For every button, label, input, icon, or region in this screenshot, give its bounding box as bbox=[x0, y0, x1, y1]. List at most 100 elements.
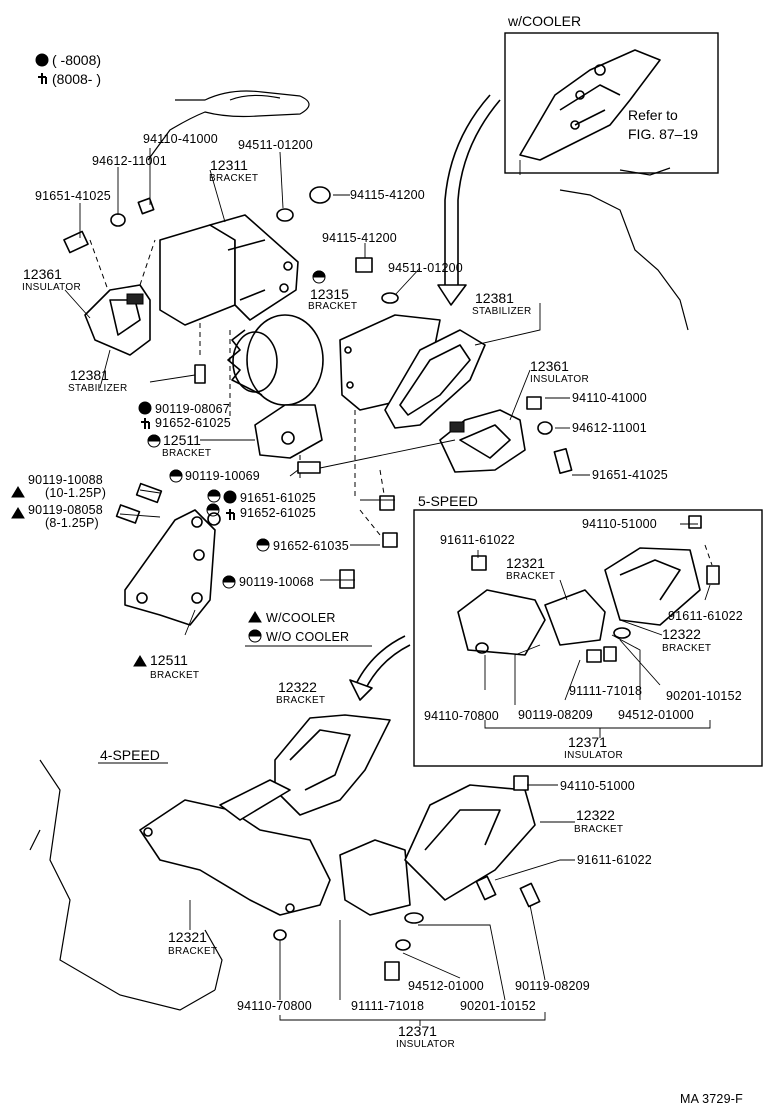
label-94110-70800-a: 94110-70800 bbox=[424, 709, 499, 723]
label-90119-10068: 90119-10068 bbox=[239, 575, 314, 589]
label-12371-b-insulator: INSULATOR bbox=[396, 1039, 455, 1050]
five-speed-inset: 5-SPEED bbox=[413, 493, 763, 767]
legend-wo-cooler: W/O COOLER bbox=[266, 630, 349, 644]
label-12315-bracket: BRACKET bbox=[308, 301, 357, 312]
label-12381-a: 12381 bbox=[475, 290, 514, 306]
w-cooler-box bbox=[504, 32, 719, 174]
label-91652-61035: 91652-61035 bbox=[273, 539, 349, 553]
label-12315: 12315 bbox=[310, 286, 349, 302]
label-90119-08067: 90119-08067 bbox=[155, 402, 230, 416]
cooler-bracket-part bbox=[519, 49, 661, 161]
label-12321-b-bracket: BRACKET bbox=[168, 946, 217, 957]
label-90119-08209-a: 90119-08209 bbox=[518, 708, 593, 722]
label-91111-71018-b: 91111-71018 bbox=[351, 999, 424, 1013]
label-90119-10088: 90119-10088 bbox=[28, 473, 103, 487]
label-12371-b: 12371 bbox=[398, 1023, 437, 1039]
label-12381-b: 12381 bbox=[70, 367, 109, 383]
label-94115-41200-a: 94115-41200 bbox=[350, 188, 425, 202]
label-94511-01200-a: 94511-01200 bbox=[238, 138, 313, 152]
bracket-12511-lower-part bbox=[124, 509, 216, 626]
insulator-12371-4spd-part bbox=[339, 839, 411, 916]
label-12311: 12311 bbox=[210, 157, 248, 173]
five-speed-title: 5-SPEED bbox=[418, 493, 478, 509]
center-assembly bbox=[319, 314, 573, 548]
label-91611-61022-b: 91611-61022 bbox=[668, 609, 743, 623]
label-12322-b-bracket: BRACKET bbox=[276, 695, 325, 706]
label-94110-51000-b: 94110-51000 bbox=[560, 779, 635, 793]
crossmember-12321-part bbox=[139, 799, 331, 916]
wo-cooler-icon bbox=[169, 469, 183, 483]
four-speed-arrow bbox=[349, 635, 411, 701]
label-91651-41025-a: 91651-41025 bbox=[35, 189, 111, 203]
label-thread-10088: (10-1.25P) bbox=[45, 486, 106, 500]
label-90201-10152-a: 90201-10152 bbox=[666, 689, 742, 703]
label-12361-a-insulator: INSULATOR bbox=[22, 282, 81, 293]
four-speed-title: 4-SPEED bbox=[100, 747, 160, 763]
marker-icons bbox=[11, 270, 372, 667]
label-12311-bracket: BRACKET bbox=[209, 173, 258, 184]
label-12321-a-bracket: BRACKET bbox=[506, 571, 555, 582]
label-90119-08058: 90119-08058 bbox=[28, 503, 103, 517]
label-12371-a-insulator: INSULATOR bbox=[564, 750, 623, 761]
after-date-icon bbox=[141, 418, 150, 429]
label-12381-b-stabilizer: STABILIZER bbox=[68, 383, 128, 394]
label-12321-b: 12321 bbox=[168, 929, 207, 945]
after-date-icon bbox=[38, 73, 47, 84]
legend-before: ( -8008) bbox=[52, 52, 101, 68]
w-cooler-icon bbox=[133, 655, 147, 667]
wo-cooler-icon bbox=[147, 434, 161, 448]
w-cooler-title: w/COOLER bbox=[507, 13, 581, 29]
insulator-5spd-part bbox=[544, 589, 606, 646]
bracket-12322-4spd-top-part bbox=[274, 714, 391, 816]
half-circle-icon bbox=[147, 434, 161, 442]
label-91611-61022-c: 91611-61022 bbox=[577, 853, 652, 867]
label-91111-71018-a: 91111-71018 bbox=[569, 684, 642, 698]
five-speed-box bbox=[413, 509, 763, 767]
label-12322-a-bracket: BRACKET bbox=[662, 643, 711, 654]
insulator-12361-right-part bbox=[439, 409, 526, 473]
upper-left-assembly bbox=[63, 186, 399, 480]
engine-block-outline bbox=[29, 90, 689, 1011]
legend-w-cooler: W/COOLER bbox=[266, 611, 336, 625]
label-91652-61025-a: 91652-61025 bbox=[155, 416, 231, 430]
bracket-12321-5spd-part bbox=[457, 589, 546, 656]
label-90119-08209-b: 90119-08209 bbox=[515, 979, 590, 993]
label-12322-c: 12322 bbox=[576, 807, 615, 823]
label-12361-b-insulator: INSULATOR bbox=[530, 374, 589, 385]
date-legend: ( -8008) (8008- ) bbox=[35, 52, 101, 87]
label-12511-a-bracket: BRACKET bbox=[162, 448, 211, 459]
inset-arrow bbox=[437, 94, 501, 306]
fig-ref-text: FIG. 87–19 bbox=[628, 126, 698, 142]
label-94110-70800-b: 94110-70800 bbox=[237, 999, 312, 1013]
label-12511-b-bracket: BRACKET bbox=[150, 670, 199, 681]
label-12381-a-stabilizer: STABILIZER bbox=[472, 306, 532, 317]
label-90119-10069: 90119-10069 bbox=[185, 469, 260, 483]
four-speed-assembly bbox=[139, 714, 541, 981]
label-94612-11001-a: 94612-11001 bbox=[92, 154, 167, 168]
label-94512-01000-b: 94512-01000 bbox=[408, 979, 484, 993]
bracket-12322-4spd-right-part bbox=[404, 784, 536, 901]
label-94511-01200-b: 94511-01200 bbox=[388, 261, 463, 275]
figure-code: MA 3729-F bbox=[680, 1092, 743, 1106]
label-94110-41000-a: 94110-41000 bbox=[143, 132, 218, 146]
label-12322-b: 12322 bbox=[278, 679, 317, 695]
refer-text: Refer to bbox=[628, 107, 678, 123]
label-12511-a: 12511 bbox=[163, 432, 201, 448]
label-thread-08058: (8-1.25P) bbox=[45, 516, 99, 530]
label-94612-11001-b: 94612-11001 bbox=[572, 421, 647, 435]
label-94110-41000-b: 94110-41000 bbox=[572, 391, 647, 405]
stabilizer-12381-part bbox=[384, 329, 486, 429]
bracket-12311-part bbox=[159, 224, 236, 326]
label-94512-01000-a: 94512-01000 bbox=[618, 708, 694, 722]
label-12511-b: 12511 bbox=[150, 652, 188, 668]
label-12322-c-bracket: BRACKET bbox=[574, 824, 623, 835]
label-94110-51000-a: 94110-51000 bbox=[582, 517, 657, 531]
wo-cooler-legend-icon bbox=[248, 629, 262, 643]
label-91652-61025-b: 91652-61025 bbox=[240, 506, 316, 520]
before-date-icon bbox=[223, 490, 237, 504]
lower-left-bracket bbox=[115, 482, 355, 626]
legend-after: (8008- ) bbox=[52, 71, 101, 87]
label-12361-a: 12361 bbox=[23, 266, 62, 282]
w-cooler-icon bbox=[11, 507, 25, 519]
